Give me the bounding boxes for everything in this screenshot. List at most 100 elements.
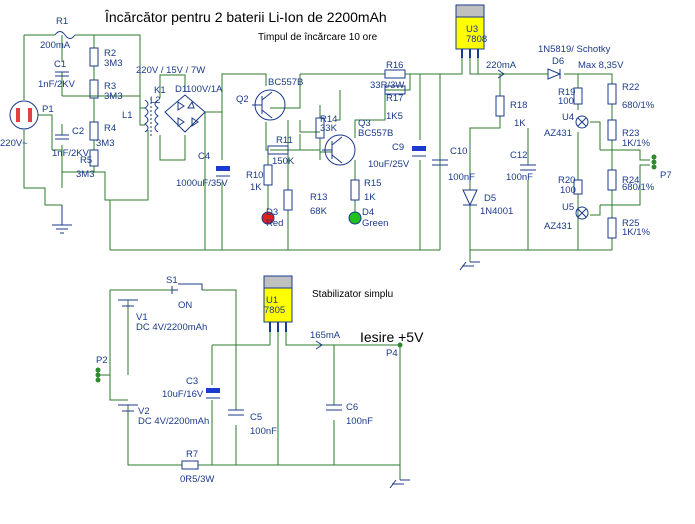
- label-r13: R13: [310, 192, 327, 203]
- label-r4v: 3M3: [96, 138, 114, 149]
- label-c12v: 100nF: [506, 172, 533, 183]
- label-c5: C5: [250, 412, 262, 423]
- label-r14v: 33K: [320, 123, 338, 134]
- diagram-title: Încărcător pentru 2 baterii Li-Ion de 22…: [104, 9, 387, 25]
- polarized-capacitors: [206, 146, 426, 399]
- label-r20: R20: [558, 175, 575, 186]
- label-u4v: AZ431: [544, 128, 572, 139]
- resistor-r20: [573, 179, 583, 195]
- label-v2v: DC 4V/2200mAh: [138, 416, 209, 427]
- switch-s1[interactable]: [171, 283, 203, 294]
- led-red-d3: [261, 211, 275, 225]
- resistor-r7: [181, 460, 199, 470]
- label-r25v: 1K/1%: [622, 227, 651, 238]
- label-r1: R1: [56, 16, 68, 27]
- label-r24: R24: [622, 175, 639, 186]
- label-d1: D1: [175, 84, 187, 95]
- label-d5: D5: [484, 193, 496, 204]
- resistor-r11: [267, 145, 289, 155]
- label-c4v: 1000uF/35V: [176, 178, 228, 189]
- capacitor-c10: [432, 159, 448, 166]
- label-r17v: 1K5: [386, 111, 403, 122]
- capacitor-c5: [228, 409, 244, 416]
- resistor-r2: [89, 47, 99, 67]
- regulator-u3: [455, 4, 485, 58]
- capacitor-c9: [412, 146, 426, 151]
- output-label: Iesire +5V: [360, 329, 424, 345]
- ground-symbol-charger: [459, 261, 480, 271]
- label-r11: R11: [276, 135, 293, 146]
- output-connector-p7: [651, 154, 657, 170]
- resistor-r4: [89, 121, 99, 141]
- label-d4: D4: [362, 207, 374, 218]
- label-c9: C9: [392, 142, 404, 153]
- label-v1v: DC 4V/2200mAh: [136, 322, 207, 333]
- capacitor-c12: [520, 164, 536, 171]
- shunt-reference-u4: [575, 115, 589, 129]
- bridge-rectifier-d1: [164, 94, 206, 133]
- label-q2: Q2: [236, 94, 249, 105]
- fuse-r1: [54, 31, 76, 39]
- diode-d6: [547, 68, 562, 80]
- battery-v2: [118, 404, 138, 412]
- label-r2: R2: [104, 48, 116, 59]
- resistor-r13: [283, 189, 293, 211]
- battery-connector-p2: [95, 367, 101, 383]
- label-r10: R10: [246, 170, 263, 181]
- label-q2v: BC557B: [268, 77, 303, 88]
- components: [52, 31, 617, 489]
- transformer-secondary-l2: [154, 99, 159, 133]
- label-c3: C3: [186, 376, 198, 387]
- battery-v1: [118, 299, 138, 307]
- label-r23: R23: [622, 128, 639, 139]
- resistor-r22: [607, 83, 617, 105]
- label-k1: K1: [154, 85, 166, 96]
- label-r1v: 200mA: [40, 40, 71, 51]
- stabilizer-title: Stabilizator simplu: [312, 289, 393, 300]
- label-c6: C6: [346, 402, 358, 413]
- transformer-rating: 220V / 15V / 7W: [136, 65, 205, 76]
- label-p2: P2: [96, 355, 108, 366]
- label-r15: R15: [364, 178, 381, 189]
- transformer-primary-l1: [144, 99, 149, 133]
- capacitor-c6: [326, 404, 342, 411]
- label-c2: C2: [72, 126, 84, 137]
- label-r5: R5: [80, 155, 92, 166]
- resistor-r23: [607, 119, 617, 141]
- label-r7v: 0R5/3W: [180, 474, 214, 485]
- led-green-d4: [348, 211, 362, 225]
- label-d5v: 1N4001: [480, 206, 513, 217]
- label-r15v: 1K: [364, 192, 376, 203]
- label-q3v: BC557B: [358, 128, 393, 139]
- label-r18v: 1K: [514, 118, 526, 129]
- resistor-r14: [315, 117, 325, 139]
- label-u3: U3: [466, 24, 478, 35]
- label-v2: V2: [138, 406, 150, 417]
- label-r2v: 3M3: [104, 58, 122, 69]
- label-l2: L2: [150, 95, 161, 106]
- label-r25: R25: [622, 218, 639, 229]
- label-r18: R18: [510, 100, 527, 111]
- label-r5v: 3M3: [76, 169, 94, 180]
- label-r16: R16: [386, 60, 403, 71]
- label-r17: R17: [386, 93, 403, 104]
- label-u4: U4: [562, 112, 574, 123]
- label-u1v: 7805: [264, 305, 285, 316]
- label-u5: U5: [562, 202, 574, 213]
- shunt-reference-u5: [575, 206, 589, 220]
- label-d1v: 100V/1A: [186, 84, 223, 95]
- resistor-r16: [384, 69, 406, 79]
- label-q3: Q3: [358, 118, 371, 129]
- label-p1: P1: [42, 104, 54, 115]
- ground-symbol-stabilizer: [389, 479, 410, 489]
- label-l1: L1: [122, 110, 133, 121]
- label-r16v: 33R/3W: [370, 80, 404, 91]
- resistor-r25: [607, 217, 617, 239]
- label-s1v: ON: [178, 300, 192, 311]
- capacitor-c2: [55, 134, 69, 140]
- capacitor-c3: [206, 388, 220, 393]
- label-d3: D3: [266, 207, 278, 218]
- mains-voltage: 220V~: [0, 138, 28, 149]
- label-p7: P7: [660, 170, 672, 181]
